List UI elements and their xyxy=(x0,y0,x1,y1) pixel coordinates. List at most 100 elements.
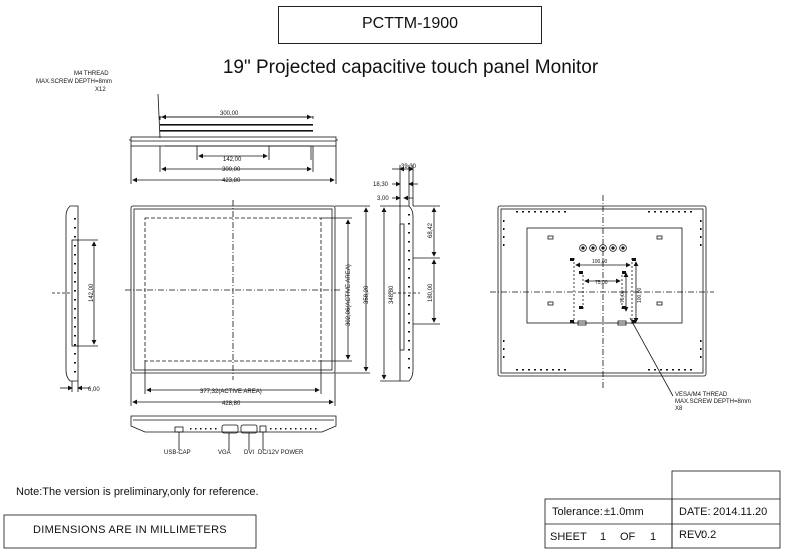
fastener-dot xyxy=(408,295,410,297)
fastener-dot xyxy=(195,428,197,430)
fastener-dot xyxy=(408,313,410,315)
vesa-note-line3: X8 xyxy=(675,406,683,412)
fastener-dot xyxy=(74,254,76,256)
fastener-dot xyxy=(74,335,76,337)
fastener-dot xyxy=(700,356,702,358)
dim-top-300-upper: 300,00 xyxy=(220,111,239,117)
dim-side-348: 348,80 xyxy=(389,285,395,304)
fastener-dot xyxy=(305,428,307,430)
fastener-dot xyxy=(74,353,76,355)
fastener-dot xyxy=(408,250,410,252)
date-label: DATE: xyxy=(679,506,711,518)
dim-side-68: 68,42 xyxy=(428,222,434,238)
dim-front-428: 428,80 xyxy=(222,401,241,407)
fastener-dot xyxy=(503,348,505,350)
fastener-dot xyxy=(280,428,282,430)
fastener-dot xyxy=(558,211,560,213)
fastener-dot xyxy=(74,263,76,265)
fastener-dot xyxy=(648,369,650,371)
fastener-dot xyxy=(516,369,518,371)
model-number: PCTTM-1900 xyxy=(361,15,459,32)
fastener-dots xyxy=(74,211,702,430)
dim-side-3: 3,00 xyxy=(377,196,389,202)
fastener-dot xyxy=(552,211,554,213)
fastener-dot xyxy=(275,428,277,430)
fastener-dot xyxy=(215,428,217,430)
tolerance-label: Tolerance: xyxy=(552,506,603,518)
fastener-dot xyxy=(546,369,548,371)
fastener-dot xyxy=(408,322,410,324)
fastener-dot xyxy=(190,428,192,430)
fastener-dot xyxy=(690,369,692,371)
fastener-dot xyxy=(660,211,662,213)
fastener-dot xyxy=(672,369,674,371)
fastener-dot xyxy=(408,241,410,243)
vesa-note-line1: VESA/M4 THREAD xyxy=(675,392,728,398)
thread-note-line1: M4 THREAD xyxy=(74,71,109,77)
model-box xyxy=(278,6,542,44)
fastener-dot xyxy=(678,211,680,213)
fastener-dot xyxy=(408,367,410,369)
dim-rear-75h: 75,00 xyxy=(595,280,608,286)
preliminary-note: Note:The version is preliminary,only for… xyxy=(16,486,259,498)
fastener-dot xyxy=(528,211,530,213)
fastener-dot xyxy=(74,218,76,220)
fastener-dot xyxy=(408,304,410,306)
top-view xyxy=(129,93,338,184)
fastener-dot xyxy=(700,228,702,230)
bottom-view xyxy=(130,415,337,450)
dim-left-6: 6,00 xyxy=(88,387,100,393)
fastener-dot xyxy=(74,227,76,229)
dim-left-142: 142,00 xyxy=(89,283,95,302)
fastener-dot xyxy=(540,211,542,213)
of-label: OF xyxy=(620,531,636,543)
fastener-dot xyxy=(684,369,686,371)
dim-front-active-w: 377,32(ACTIVE AREA) xyxy=(200,389,262,395)
fastener-dot xyxy=(700,236,702,238)
dim-side-18: 18,30 xyxy=(373,182,389,188)
fastener-dot xyxy=(300,428,302,430)
fastener-dot xyxy=(666,211,668,213)
fastener-dot xyxy=(700,244,702,246)
dim-top-423: 423,80 xyxy=(222,178,241,184)
port-label-usb: USB-CAP xyxy=(164,450,191,456)
fastener-dot xyxy=(540,369,542,371)
left-side-view xyxy=(52,205,98,392)
fastener-dot xyxy=(700,340,702,342)
fastener-dot xyxy=(503,220,505,222)
fastener-dot xyxy=(660,369,662,371)
fastener-dot xyxy=(564,211,566,213)
fastener-dot xyxy=(74,299,76,301)
thread-note-line3: X12 xyxy=(95,87,106,93)
dim-rear-75v: 75,00 xyxy=(620,290,626,303)
fastener-dot xyxy=(408,223,410,225)
date-value: 2014.11.20 xyxy=(713,506,768,518)
drawing-title: 19" Projected capacitive touch panel Mon… xyxy=(222,57,599,78)
tolerance-value: ±1.0mm xyxy=(604,506,644,518)
dim-top-300-lower: 300,00 xyxy=(222,167,241,173)
port-label-power: DC/12V POWER xyxy=(258,450,304,456)
fastener-dot xyxy=(408,358,410,360)
rear-view xyxy=(490,195,714,397)
fastener-dot xyxy=(408,259,410,261)
fastener-dot xyxy=(210,428,212,430)
fastener-dot xyxy=(74,281,76,283)
fastener-dot xyxy=(408,277,410,279)
sheet-label: SHEET xyxy=(550,531,587,543)
dim-rear-100h: 100,00 xyxy=(592,259,608,265)
fastener-dot xyxy=(522,211,524,213)
fastener-dot xyxy=(700,220,702,222)
dim-front-358: 358,20 xyxy=(364,285,370,304)
fastener-dot xyxy=(558,369,560,371)
port-label-vga: VGA xyxy=(218,450,231,456)
fastener-dot xyxy=(666,369,668,371)
fastener-dot xyxy=(552,369,554,371)
dim-rear-100v: 100,00 xyxy=(637,287,643,303)
sheet-number: 1 xyxy=(600,531,607,543)
right-side-view xyxy=(380,165,440,382)
fastener-dot xyxy=(74,308,76,310)
fastener-dot xyxy=(503,340,505,342)
fastener-dot xyxy=(408,349,410,351)
rev-label: REV: xyxy=(679,529,705,541)
